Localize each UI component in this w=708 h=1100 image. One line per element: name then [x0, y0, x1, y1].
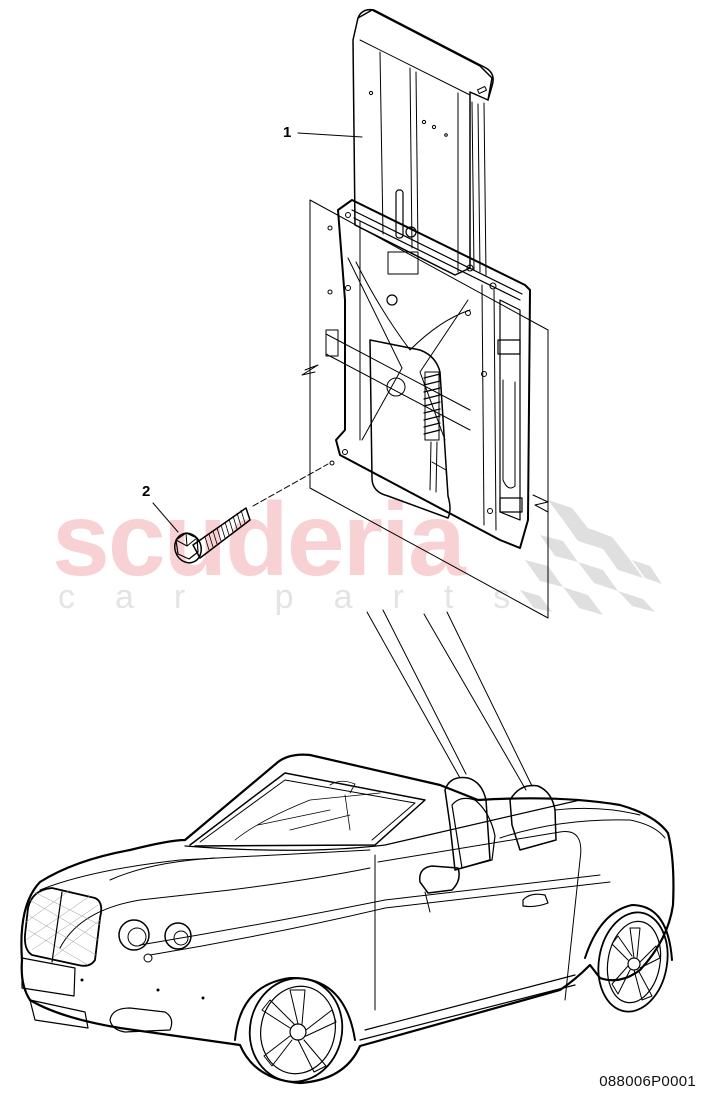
watermark-tagline: car parts	[58, 578, 551, 616]
rear-wheel	[584, 904, 673, 1013]
callout-2[interactable]: 2	[142, 483, 151, 500]
coil-spring	[423, 371, 441, 441]
callout-2-leader	[152, 502, 179, 533]
drawing-number: 088006P0001	[599, 1073, 696, 1090]
seat-mechanism-drawing	[301, 8, 549, 619]
watermark-brand: scuderia	[52, 482, 466, 598]
bolt-drawing	[174, 463, 329, 564]
location-leader-lines	[366, 609, 533, 791]
vehicle-drawing	[20, 753, 675, 1085]
callout-1-leader	[297, 132, 363, 138]
front-wheel	[234, 976, 356, 1083]
callout-1[interactable]: 1	[283, 124, 292, 141]
